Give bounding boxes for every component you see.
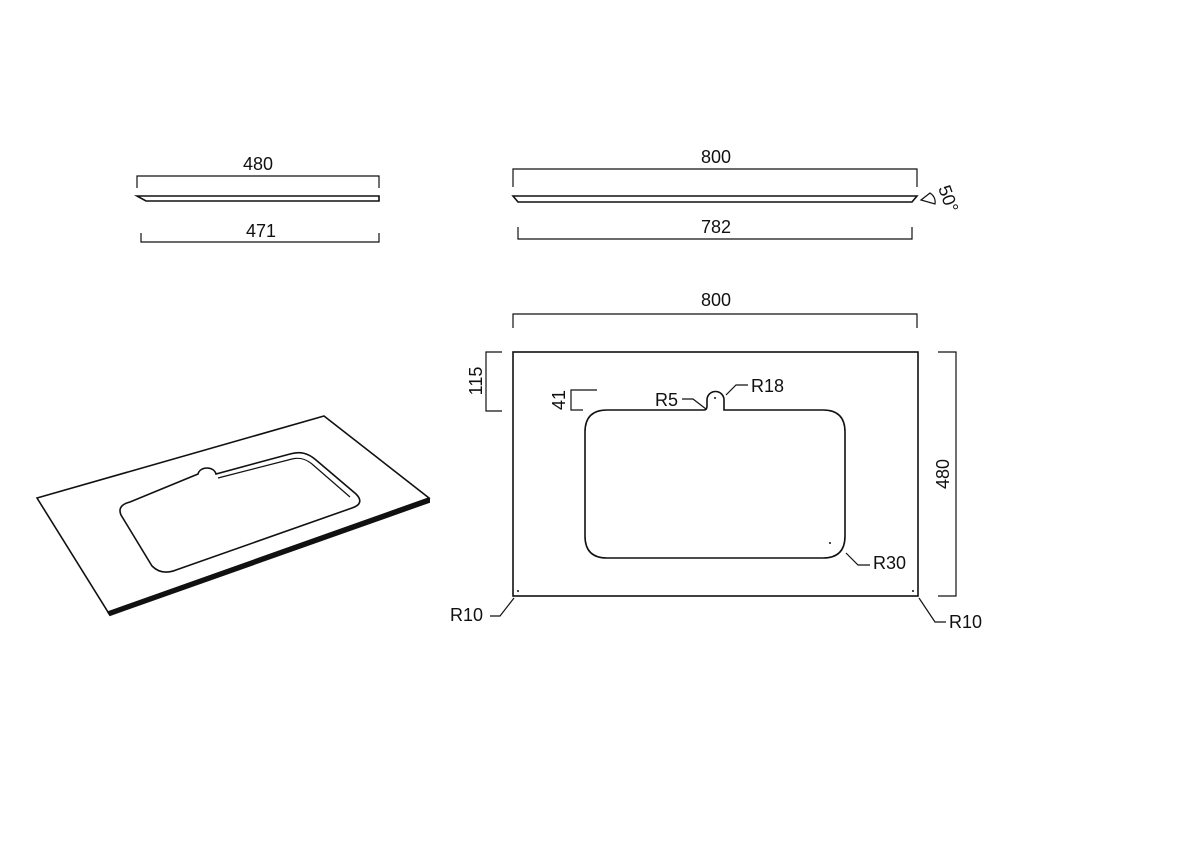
label-r10-right: R10 (949, 612, 982, 632)
leader-r10-right (918, 597, 946, 623)
dimension-line-800-side (512, 168, 918, 187)
countertop-thickness (107, 498, 430, 617)
side-view-depth: 480 471 (133, 154, 380, 243)
dimension-label-471: 471 (246, 221, 276, 241)
dimension-label-115: 115 (466, 367, 486, 396)
leader-r18 (725, 384, 748, 396)
leader-r5 (682, 398, 707, 410)
isometric-view (35, 415, 431, 617)
countertop-outline (35, 415, 431, 613)
dimension-line-782 (517, 227, 913, 240)
leader-r30 (845, 552, 870, 566)
plan-view: 800 115 480 41 R5 R18 R30 R10 R10 (450, 290, 982, 632)
dimension-label-480: 480 (243, 154, 273, 174)
dimension-label-800-side: 800 (701, 147, 731, 167)
basin-outline (119, 451, 361, 573)
label-r18: R18 (751, 376, 784, 396)
dimension-label-800-plan: 800 (701, 290, 731, 310)
dimension-line-41 (570, 389, 597, 411)
dimension-label-480-plan: 480 (933, 459, 953, 489)
label-r5: R5 (655, 390, 678, 410)
leader-r10-left (490, 597, 515, 617)
notch-center (714, 397, 716, 399)
countertop-plan-outline (512, 351, 919, 597)
basin-inner-edge (217, 457, 351, 498)
slab-profile-width (511, 195, 919, 203)
dimension-line-115 (485, 351, 502, 412)
dimension-line-471 (140, 233, 380, 243)
slab-profile-depth (133, 195, 380, 202)
label-r30: R30 (873, 553, 906, 573)
basin-plan-outline (584, 390, 846, 559)
side-view-width: 800 50° 782 (511, 147, 962, 240)
basin-corner-center (829, 542, 831, 544)
dimension-line-800-plan (512, 313, 918, 328)
dimension-label-41: 41 (549, 390, 569, 410)
dimension-line-480 (136, 175, 380, 188)
label-r10-left: R10 (450, 605, 483, 625)
corner-center-right (912, 590, 914, 592)
angle-label: 50° (934, 183, 962, 215)
dimension-label-782: 782 (701, 217, 731, 237)
dimension-line-480-plan (938, 351, 957, 597)
angle-symbol (919, 192, 936, 205)
corner-center-left (517, 590, 519, 592)
